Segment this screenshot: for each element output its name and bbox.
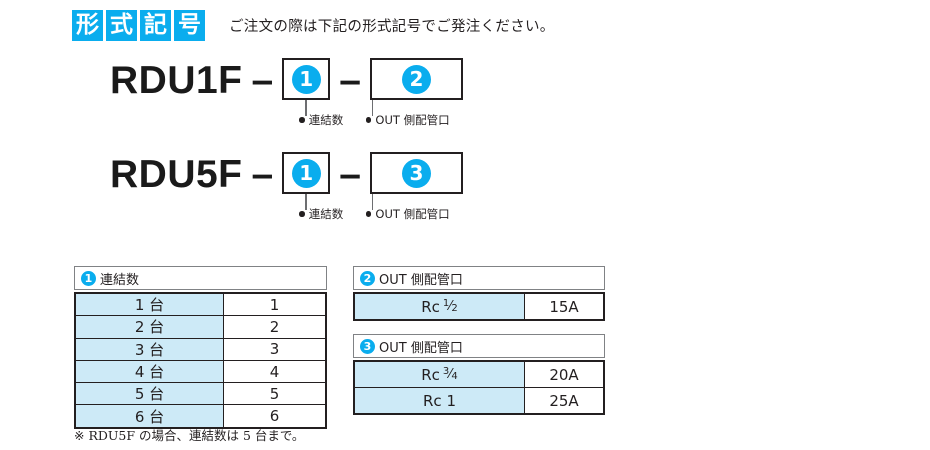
fraction: 3⁄4 [442,366,458,382]
cell-key: 6 台 [76,405,224,427]
cell-key-text: Rc [421,365,440,384]
callout-bullet-icon [365,117,372,123]
page-header: 形 式 記 号 ご注文の際は下記の形式記号でご発注ください。 [72,10,555,41]
cell-key: Rc 1 [355,388,525,413]
callout-bullet-icon [299,211,305,217]
fraction-slash: ⁄ [449,367,452,382]
cell-value: 5 [224,383,325,405]
table-row: Rc 1 25A [355,388,603,413]
cell-key: 5 台 [76,383,224,405]
callout-label-3: 連結数 [308,207,344,221]
table-out-port-2: 2 OUT 側配管口 Rc 1⁄2 15A [353,266,605,321]
leader-line-1 [305,100,307,116]
table-out-port-2-body: Rc 1⁄2 15A [353,292,605,321]
cell-value: 15A [525,294,603,319]
table-row: 6 台 6 [76,405,325,427]
cell-value: 2 [224,316,325,338]
table-row: 4 台 4 [76,360,325,384]
cell-key-text: Rc [421,297,440,316]
table-out-port-3-body: Rc 3⁄4 20A Rc 1 25A [353,360,605,415]
cell-value: 1 [224,294,325,316]
callout-3: 連結数 [299,206,343,222]
callout-bullet-icon [365,211,372,217]
callout-label-2: OUT 側配管口 [375,113,450,127]
model-slot-3-box[interactable]: 1 [282,152,331,194]
callout-4: OUT 側配管口 [365,206,450,222]
section-title-blocks: 形 式 記 号 [72,10,205,41]
cell-value: 3 [224,338,325,360]
table-renketsu-body: 1 台 1 2 台 2 3 台 3 4 台 4 5 台 5 6 台 6 [74,292,327,429]
model-separator-1b: – [339,59,361,102]
model-slot-4-wrap: 3 OUT 側配管口 [365,152,463,221]
fraction-slash: ⁄ [449,299,452,314]
badge-icon-3: 3 [360,338,375,354]
cell-key: 3 台 [76,338,224,360]
callout-label-4: OUT 側配管口 [375,207,450,221]
footnote-text: ※ RDU5F の場合、連結数は 5 台まで。 [74,428,305,443]
table-out-port-2-title: OUT 側配管口 [379,272,463,288]
model-code-row-rdu5f: RDU5F – 1 連結数 – 3 OUT 側配管口 [110,152,463,221]
fraction: 1⁄2 [442,298,458,314]
title-char-3: 記 [140,10,171,41]
model-slot-1-box[interactable]: 1 [282,58,331,100]
cell-value: 6 [224,405,325,427]
table-out-port-2-header: 2 OUT 側配管口 [353,266,605,290]
title-char-4: 号 [174,10,205,41]
cell-key: 1 台 [76,294,224,316]
cell-key: Rc 1⁄2 [355,294,525,319]
callout-label-1: 連結数 [308,113,344,127]
cell-key: 2 台 [76,316,224,338]
model-slot-2-box[interactable]: 2 [369,58,463,100]
badge-circle-3: 3 [401,158,431,188]
model-slot-4-box[interactable]: 3 [369,152,463,194]
cell-value: 4 [224,360,325,383]
badge-circle-1: 1 [291,158,321,188]
callout-1: 連結数 [299,112,343,128]
model-slot-3-wrap: 1 連結数 [282,152,343,221]
table-out-port-3-header: 3 OUT 側配管口 [353,334,605,358]
model-separator-2a: – [251,153,274,196]
cell-key: 4 台 [76,360,224,383]
badge-icon-2: 2 [360,270,375,286]
title-char-1: 形 [72,10,103,41]
model-code-label-2: RDU5F [110,153,243,196]
table-renketsu-title: 連結数 [100,272,140,288]
fraction-denominator: 2 [451,303,458,314]
model-code-row-rdu1f: RDU1F – 1 連結数 – 2 OUT 側配管口 [110,58,463,127]
leader-line-4 [371,194,374,210]
callout-bullet-icon [299,117,305,123]
fraction-numerator: 3 [442,366,450,377]
badge-circle-2: 2 [401,64,431,94]
cell-key: Rc 3⁄4 [355,362,525,387]
table-row: 1 台 1 [76,294,325,317]
callout-2: OUT 側配管口 [365,112,450,128]
table-out-port-3: 3 OUT 側配管口 Rc 3⁄4 20A Rc 1 25A [353,334,605,415]
fraction-denominator: 4 [451,371,458,382]
model-separator-1a: – [251,59,274,102]
model-slot-1-wrap: 1 連結数 [282,58,343,127]
table-row: 5 台 5 [76,383,325,406]
table-row: Rc 1⁄2 15A [355,294,603,319]
model-code-label-1: RDU1F [110,59,243,102]
cell-key-text: Rc 1 [423,391,456,410]
cell-value: 25A [525,388,603,413]
badge-icon-1: 1 [81,270,96,286]
cell-value: 20A [525,362,603,387]
table-renketsu: 1 連結数 1 台 1 2 台 2 3 台 3 4 台 4 5 台 5 6 台 … [74,266,327,429]
order-instruction-text: ご注文の際は下記の形式記号でご発注ください。 [229,19,555,35]
table-row: 2 台 2 [76,316,325,339]
title-char-2: 式 [106,10,137,41]
table-renketsu-header: 1 連結数 [74,266,327,290]
model-slot-2-wrap: 2 OUT 側配管口 [365,58,463,127]
fraction-numerator: 1 [442,298,450,309]
model-separator-2b: – [339,153,361,196]
table-row: 3 台 3 [76,338,325,361]
leader-line-3 [305,194,307,210]
table-row: Rc 3⁄4 20A [355,362,603,388]
leader-line-2 [371,100,374,116]
table-out-port-3-title: OUT 側配管口 [379,340,463,356]
badge-circle-1: 1 [291,64,321,94]
